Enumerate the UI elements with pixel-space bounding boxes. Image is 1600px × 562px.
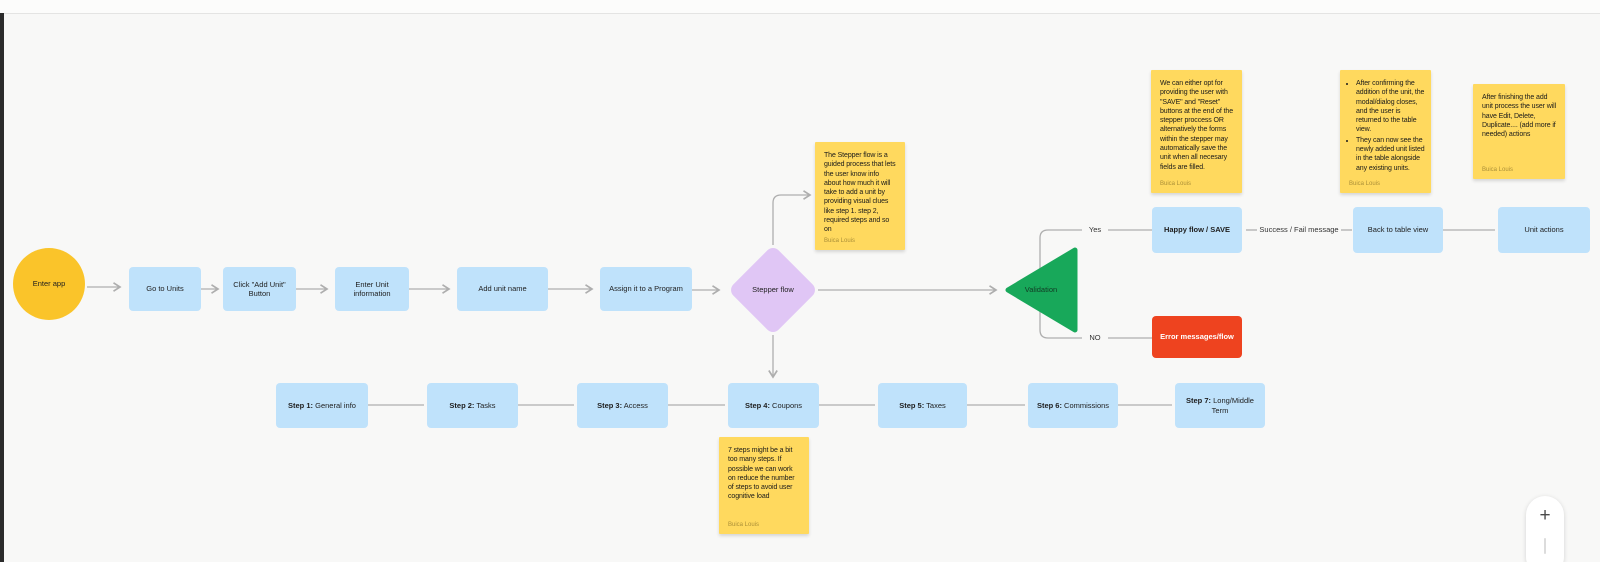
step-box-4[interactable]: Step 4: Coupons xyxy=(728,383,819,428)
flow-node-assign-program[interactable]: Assign it to a Program xyxy=(600,267,692,311)
step-label: Step 2: Tasks xyxy=(449,400,496,410)
window-left-edge xyxy=(0,13,4,562)
node-label: Unit actions xyxy=(1524,225,1564,235)
node-label: Go to Units xyxy=(146,284,184,294)
flow-node-unit-actions[interactable]: Unit actions xyxy=(1498,207,1590,253)
sticky-bullet: They can now see the newly added unit li… xyxy=(1356,136,1426,173)
node-label: Add unit name xyxy=(478,284,527,294)
sticky-note-after-confirm[interactable]: After confirming the addition of the uni… xyxy=(1340,70,1431,193)
branch-text: NO xyxy=(1089,333,1101,343)
step-label: Step 1: General info xyxy=(288,400,356,410)
step-label: Step 3: Access xyxy=(597,400,648,410)
node-label: Stepper flow xyxy=(752,285,794,295)
flow-node-back-to-table-view[interactable]: Back to table view xyxy=(1353,207,1443,253)
sticky-note-step-count[interactable]: 7 steps might be a bit too many steps. I… xyxy=(719,437,809,534)
edge-text: Success / Fail message xyxy=(1259,225,1339,235)
node-label: Back to table view xyxy=(1367,225,1429,235)
flow-node-happy-flow-save[interactable]: Happy flow / SAVE xyxy=(1152,207,1242,253)
canvas-top-border xyxy=(0,13,1600,14)
controls-divider xyxy=(1544,538,1546,554)
edge-label-success-fail[interactable]: Success / Fail message xyxy=(1258,224,1340,236)
step-label: Step 5: Taxes xyxy=(899,400,946,410)
branch-label-yes[interactable]: Yes xyxy=(1082,224,1108,236)
flow-node-enter-app[interactable]: Enter app xyxy=(13,248,85,320)
branch-label-no[interactable]: NO xyxy=(1082,332,1108,344)
sticky-text: 7 steps might be a bit too many steps. I… xyxy=(728,447,795,501)
decision-stepper-flow-label: Stepper flow xyxy=(728,245,818,335)
window-top-strip xyxy=(0,0,1600,13)
step-box-1[interactable]: Step 1: General info xyxy=(276,383,368,428)
sticky-author: Buica Louis xyxy=(824,238,856,244)
zoom-in-button[interactable]: + xyxy=(1539,504,1550,528)
flow-node-click-add-unit[interactable]: Click "Add Unit" Button xyxy=(223,267,296,311)
sticky-note-save-options[interactable]: We can either opt for providing the user… xyxy=(1151,70,1242,193)
sticky-text: After finishing the add unit process the… xyxy=(1482,94,1557,139)
flow-node-error-messages[interactable]: Error messages/flow xyxy=(1152,316,1242,358)
node-label: Assign it to a Program xyxy=(609,284,683,294)
step-box-2[interactable]: Step 2: Tasks xyxy=(427,383,518,428)
node-label: Error messages/flow xyxy=(1160,332,1234,342)
flow-node-enter-unit-information[interactable]: Enter Unit information xyxy=(335,267,409,311)
validation-label[interactable]: Validation xyxy=(1008,283,1074,297)
branch-text: Yes xyxy=(1088,225,1102,235)
sticky-author: Buica Louis xyxy=(1160,181,1192,187)
sticky-author: Buica Louis xyxy=(1349,181,1381,187)
step-label: Step 6: Commissions xyxy=(1036,400,1110,410)
step-box-7[interactable]: Step 7: Long/Middle Term xyxy=(1175,383,1265,428)
step-box-6[interactable]: Step 6: Commissions xyxy=(1028,383,1118,428)
sticky-bullet-list: After confirming the addition of the uni… xyxy=(1340,79,1426,173)
sticky-note-unit-actions[interactable]: After finishing the add unit process the… xyxy=(1473,84,1565,179)
step-label: Step 4: Coupons xyxy=(744,400,803,410)
node-label: Happy flow / SAVE xyxy=(1163,225,1231,235)
sticky-text: The Stepper flow is a guided process tha… xyxy=(824,152,896,234)
plus-icon: + xyxy=(1539,505,1551,526)
sticky-author: Buica Louis xyxy=(728,522,760,528)
node-label: Enter app xyxy=(32,279,66,289)
sticky-author: Buica Louis xyxy=(1482,167,1514,173)
node-label: Validation xyxy=(1024,285,1058,295)
step-label: Step 7: Long/Middle Term xyxy=(1186,396,1254,415)
canvas-controls: + xyxy=(1526,496,1564,562)
sticky-bullet: After confirming the addition of the uni… xyxy=(1356,79,1426,135)
sticky-text: We can either opt for providing the user… xyxy=(1160,80,1234,171)
step-box-5[interactable]: Step 5: Taxes xyxy=(878,383,967,428)
node-label: Enter Unit information xyxy=(353,279,391,298)
step-box-3[interactable]: Step 3: Access xyxy=(577,383,668,428)
flow-node-go-to-units[interactable]: Go to Units xyxy=(129,267,201,311)
node-label: Click "Add Unit" Button xyxy=(233,279,286,298)
sticky-note-stepper-info[interactable]: The Stepper flow is a guided process tha… xyxy=(815,142,905,250)
flow-node-add-unit-name[interactable]: Add unit name xyxy=(457,267,548,311)
